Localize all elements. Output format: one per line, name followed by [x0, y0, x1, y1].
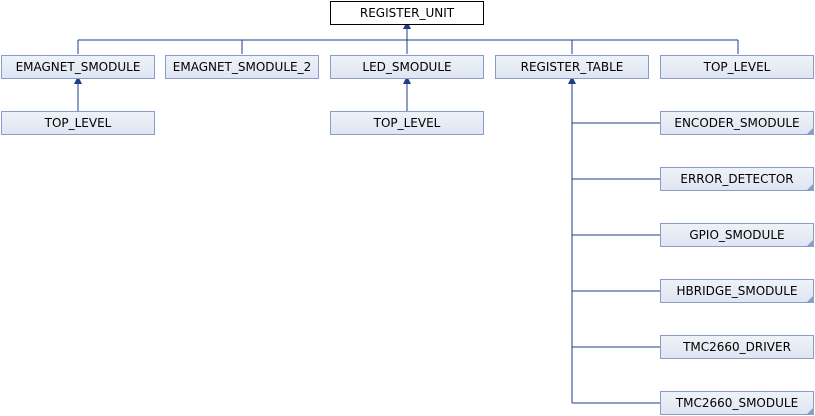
node-error-detector[interactable]: ERROR_DETECTOR	[660, 167, 814, 191]
node-led-smodule[interactable]: LED_SMODULE	[330, 55, 484, 79]
node-encoder-smodule[interactable]: ENCODER_SMODULE	[660, 111, 814, 135]
node-top-level-right[interactable]: TOP_LEVEL	[660, 55, 814, 79]
node-top-level-emagnet[interactable]: TOP_LEVEL	[1, 111, 155, 135]
node-emagnet-smodule[interactable]: EMAGNET_SMODULE	[1, 55, 155, 79]
node-top-level-led[interactable]: TOP_LEVEL	[330, 111, 484, 135]
node-register-unit[interactable]: REGISTER_UNIT	[330, 1, 484, 25]
node-hbridge-smodule[interactable]: HBRIDGE_SMODULE	[660, 279, 814, 303]
node-register-table[interactable]: REGISTER_TABLE	[495, 55, 649, 79]
node-tmc2660-smodule[interactable]: TMC2660_SMODULE	[660, 391, 814, 415]
node-tmc2660-driver[interactable]: TMC2660_DRIVER	[660, 335, 814, 359]
node-gpio-smodule[interactable]: GPIO_SMODULE	[660, 223, 814, 247]
node-emagnet-smodule-2[interactable]: EMAGNET_SMODULE_2	[165, 55, 319, 79]
